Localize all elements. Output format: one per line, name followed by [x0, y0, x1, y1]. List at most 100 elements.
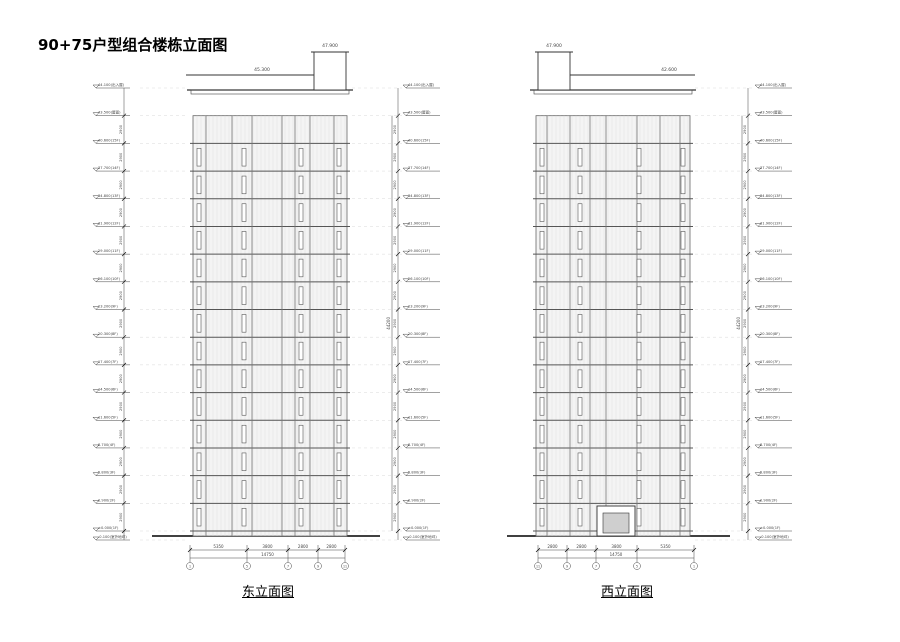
window	[539, 258, 545, 278]
dimension-tick	[285, 547, 291, 553]
dimension-tick	[121, 168, 127, 174]
level-mark-triangle	[92, 333, 100, 338]
dimension-tick	[745, 362, 751, 368]
level-mark-triangle	[92, 389, 100, 393]
dimension-tick	[395, 168, 401, 174]
window	[636, 341, 642, 361]
level-mark-triangle	[754, 167, 762, 172]
dimension-tick	[745, 168, 751, 174]
level-mark-triangle	[402, 140, 410, 144]
dimension-tick	[745, 279, 751, 285]
window	[539, 286, 545, 305]
grid-axis-bubble	[284, 562, 292, 570]
grid-axis-bubble	[534, 562, 542, 570]
level-mark-triangle	[92, 250, 100, 255]
dimension-tick	[745, 113, 751, 118]
window	[196, 341, 202, 361]
level-mark-triangle	[92, 140, 100, 144]
level-mark-triangle	[402, 306, 410, 310]
level-mark-label: 34.800(13F)	[408, 194, 431, 198]
floor-height-dimension: 2900	[743, 346, 747, 356]
dimension-tick	[691, 547, 697, 553]
dimension-tick	[395, 501, 401, 506]
facade-outline	[535, 115, 691, 537]
level-mark-label: 44.100(出入屋)	[98, 82, 125, 87]
level-mark-label: 23.200(9F)	[408, 305, 428, 309]
floor-height-dimension: 2900	[393, 124, 397, 134]
window	[577, 397, 583, 416]
level-mark-triangle	[402, 223, 410, 227]
window	[196, 258, 202, 278]
window	[298, 314, 304, 333]
window	[577, 341, 583, 361]
stair-tower	[537, 51, 571, 91]
level-mark-triangle	[92, 84, 100, 89]
dimension-tick	[187, 547, 193, 553]
sheet-title: 90+75户型组合楼栋立面图	[38, 36, 228, 54]
floor-height-dimension: 2900	[743, 180, 747, 190]
level-mark-triangle	[754, 223, 762, 227]
window	[298, 203, 304, 222]
level-mark-label: 26.100(10F)	[760, 277, 783, 281]
level-mark-label: 37.700(14F)	[98, 166, 121, 170]
window	[196, 452, 202, 471]
window	[241, 258, 247, 278]
span-dimension-label: 3800	[611, 544, 622, 549]
dimension-tick	[121, 473, 127, 478]
floor-height-dimension: 2900	[393, 263, 397, 273]
level-mark-triangle	[92, 278, 100, 283]
floor-height-dimension: 2900	[743, 263, 747, 273]
dimension-tick	[121, 501, 127, 506]
level-mark-triangle	[92, 112, 100, 117]
window	[336, 314, 342, 333]
dimension-tick	[395, 390, 401, 395]
level-mark-label: 37.700(14F)	[760, 166, 783, 170]
window	[196, 231, 202, 250]
window	[241, 203, 247, 222]
window	[680, 369, 686, 388]
level-mark-label: 14.500(6F)	[408, 388, 428, 392]
level-mark-triangle	[754, 112, 762, 117]
level-mark-label: 40.600(15F)	[98, 138, 121, 142]
level-mark-label: ±0.000(1F)	[408, 526, 429, 530]
floor-height-dimension: 2900	[393, 401, 397, 411]
span-dimension-label: 2800	[298, 544, 309, 549]
floor-height-dimension: 2900	[743, 373, 747, 383]
level-mark-label: ±0.000(1F)	[760, 526, 781, 530]
window	[336, 148, 342, 167]
grid-axis-label: 1	[189, 564, 191, 568]
level-mark-triangle	[92, 195, 100, 200]
window	[241, 508, 247, 527]
window	[336, 341, 342, 361]
window	[196, 148, 202, 167]
window	[636, 424, 642, 444]
dimension-tick	[121, 362, 127, 368]
grid-axis-bubble	[243, 562, 251, 570]
window	[636, 148, 642, 167]
floor-height-dimension: 2900	[743, 429, 747, 439]
window	[336, 231, 342, 250]
dimension-tick	[121, 334, 127, 340]
level-mark-triangle	[754, 500, 762, 504]
window	[636, 286, 642, 305]
level-mark-label: -0.100(室外地坪)	[98, 534, 127, 539]
level-mark-triangle	[754, 195, 762, 200]
level-mark-label: 2.900(2F)	[408, 498, 426, 502]
dimension-tick	[315, 547, 321, 553]
level-mark-label: 20.300(8F)	[98, 332, 118, 336]
level-mark-label: 44.100(出入屋)	[408, 82, 435, 87]
floor-height-dimension: 2900	[119, 457, 123, 467]
dimension-tick	[395, 362, 401, 368]
facade-outline	[192, 115, 348, 537]
window	[336, 508, 342, 527]
dimension-tick	[121, 390, 127, 395]
dimension-tick	[745, 418, 751, 423]
grid-axis-label: 7	[287, 564, 289, 568]
window	[241, 341, 247, 361]
window	[539, 175, 545, 195]
window	[680, 203, 686, 222]
level-mark-label: 29.000(11F)	[760, 249, 783, 253]
dimension-tick	[745, 141, 751, 146]
roof-slab-elevation-label: 42.600	[661, 67, 677, 73]
